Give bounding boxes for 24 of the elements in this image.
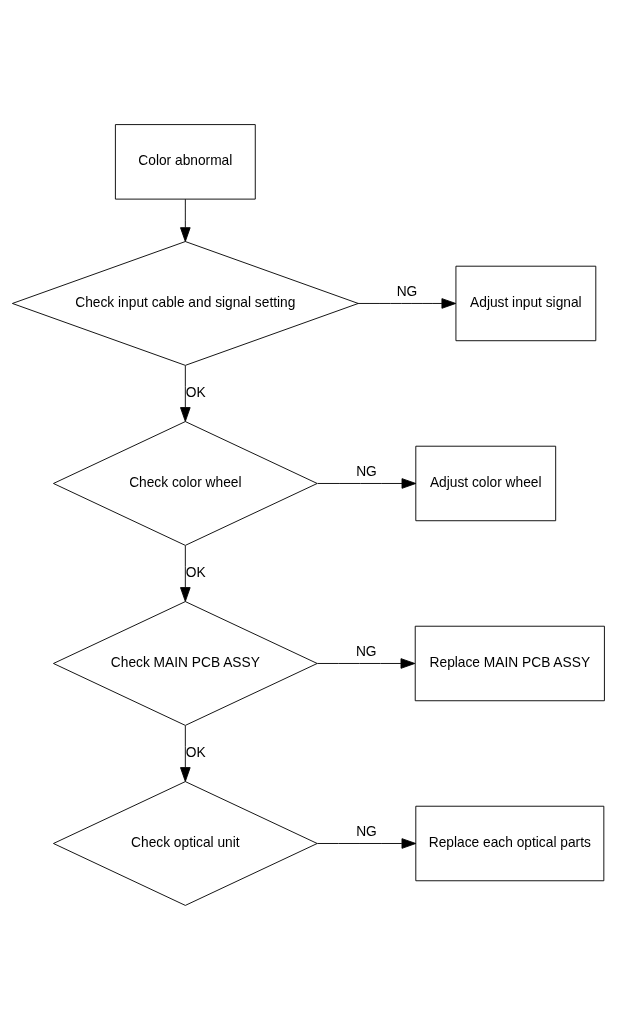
node-diamond: Check MAIN PCB ASSY (53, 601, 318, 726)
arrow (180, 545, 191, 602)
arrow (316, 838, 417, 849)
arrow (180, 198, 191, 242)
node-box: Replace each optical parts (415, 805, 605, 882)
arrow (180, 365, 191, 422)
edge-label: NG (356, 464, 377, 480)
edge-label: OK (185, 565, 206, 581)
node-box: Replace MAIN PCB ASSY (414, 625, 605, 702)
node-diamond: Check optical unit (53, 781, 318, 906)
arrow (316, 658, 416, 669)
node-box: Adjust input signal (455, 265, 597, 342)
edge-label: OK (185, 745, 206, 761)
node-box: Adjust color wheel (415, 445, 557, 522)
edge-label: NG (396, 284, 418, 300)
edge-label: NG (356, 824, 377, 840)
arrow (357, 298, 457, 309)
arrow (317, 478, 417, 489)
node-diamond: Check color wheel (53, 421, 318, 546)
node-box: Color abnormal (114, 124, 256, 200)
node-diamond: Check input cable and signal setting (11, 241, 359, 366)
edge-label: OK (185, 385, 206, 401)
arrow (180, 725, 191, 782)
edge-label: NG (355, 644, 377, 660)
